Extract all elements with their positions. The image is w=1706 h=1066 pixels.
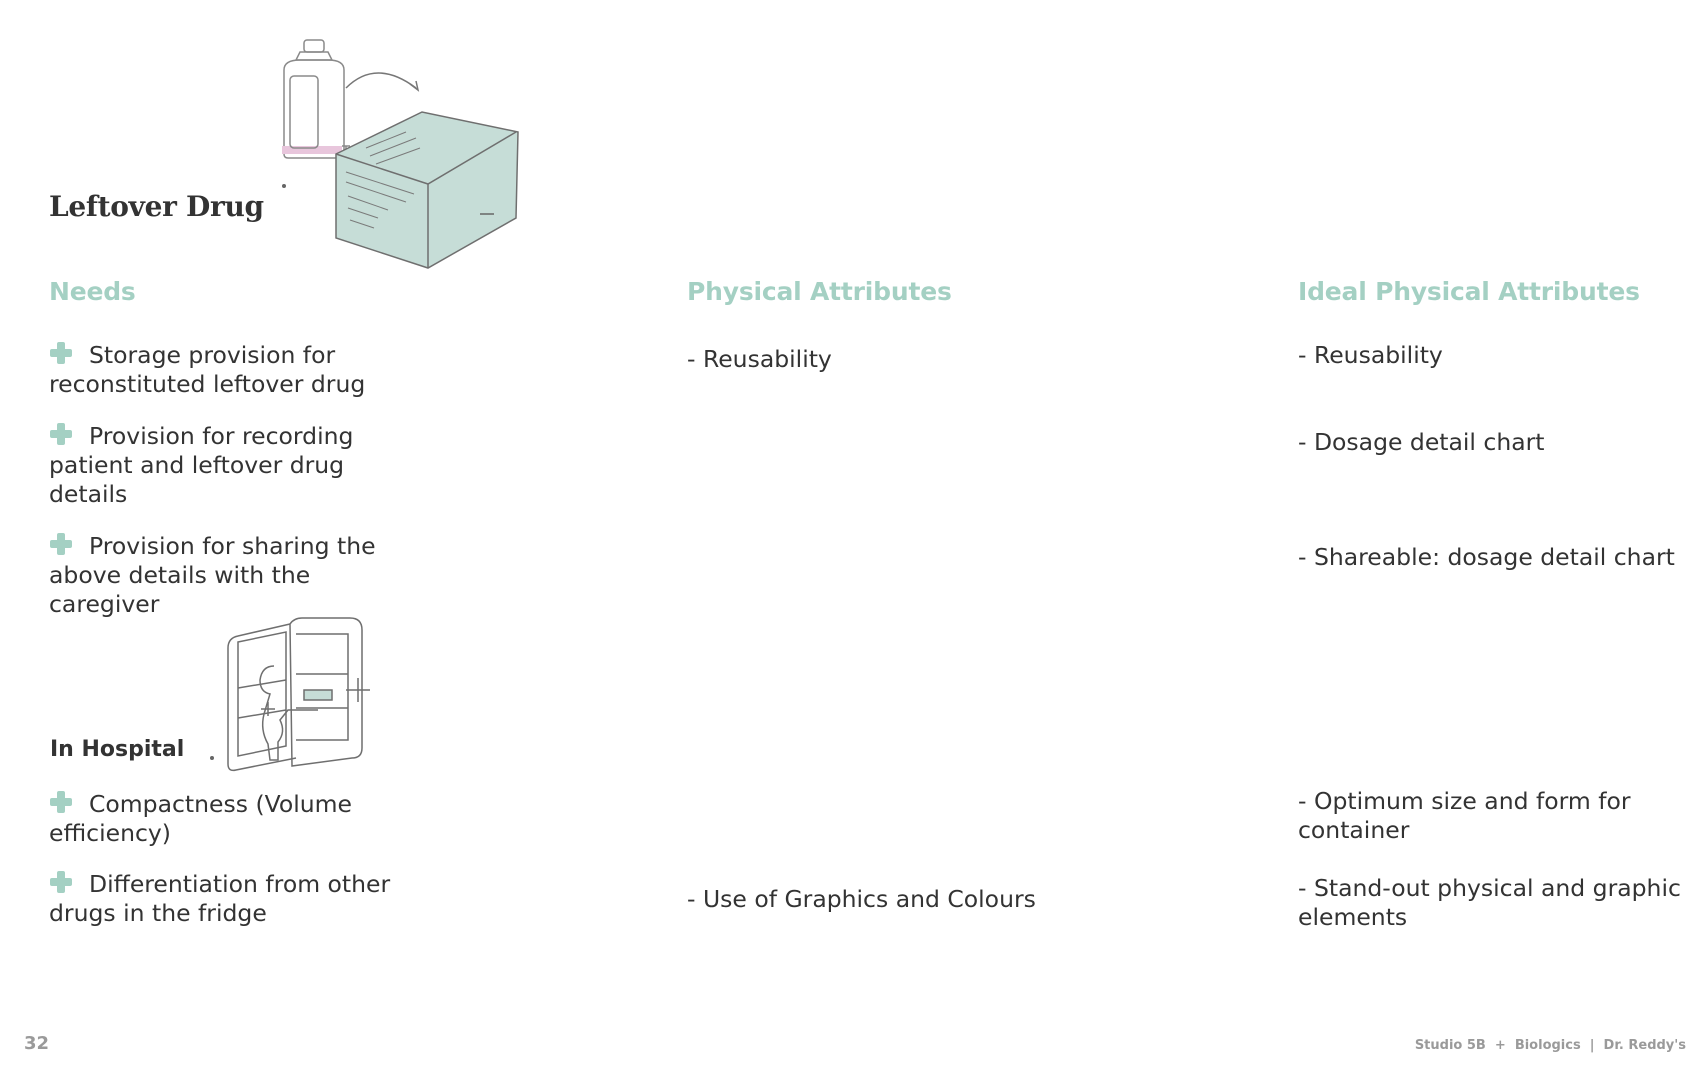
need-text: Provision for recording patient and left…	[49, 422, 354, 508]
ideal-attribute-item: - Stand-out physical and graphic element…	[1298, 874, 1681, 931]
need-text: Compactness (Volume efficiency)	[49, 790, 353, 847]
plus-icon	[49, 870, 73, 894]
in-hospital-heading: In Hospital	[50, 737, 185, 762]
ideal-attribute-item: - Shareable: dosage detail chart	[1298, 543, 1675, 571]
need-item: Differentiation from other drugs in the …	[49, 870, 429, 928]
footer-credit: Studio 5B + Biologics | Dr. Reddy's	[1414, 1038, 1686, 1053]
fridge-sketch	[210, 617, 370, 772]
page-number: 32	[24, 1033, 50, 1054]
need-item: Storage provision for reconstituted left…	[49, 341, 429, 399]
plus-icon	[49, 422, 73, 446]
page-title: Leftover Drug	[49, 190, 264, 223]
need-item: Provision for recording patient and left…	[49, 422, 379, 509]
ideal-attribute-item: - Optimum size and form for container	[1298, 787, 1631, 844]
ideal-attribute-item: - Dosage detail chart	[1298, 428, 1545, 456]
need-item: Compactness (Volume efficiency)	[49, 790, 379, 848]
plus-icon	[49, 532, 73, 556]
ideal-attribute-item: - Reusability	[1298, 341, 1443, 369]
need-item: Provision for sharing the above details …	[49, 532, 379, 619]
need-text: Storage provision for reconstituted left…	[49, 341, 366, 398]
needs-heading: Needs	[49, 277, 136, 306]
plus-icon	[49, 341, 73, 365]
physical-attributes-heading: Physical Attributes	[687, 277, 952, 306]
box-illustration	[335, 111, 519, 269]
physical-attribute-item: - Use of Graphics and Colours	[687, 885, 1036, 913]
ideal-attributes-heading: Ideal Physical Attributes	[1298, 277, 1640, 306]
need-text: Differentiation from other drugs in the …	[49, 870, 391, 927]
vial-and-box-sketch	[282, 39, 519, 269]
plus-icon	[49, 790, 73, 814]
need-text: Provision for sharing the above details …	[49, 532, 376, 618]
physical-attribute-item: - Reusability	[687, 345, 832, 373]
